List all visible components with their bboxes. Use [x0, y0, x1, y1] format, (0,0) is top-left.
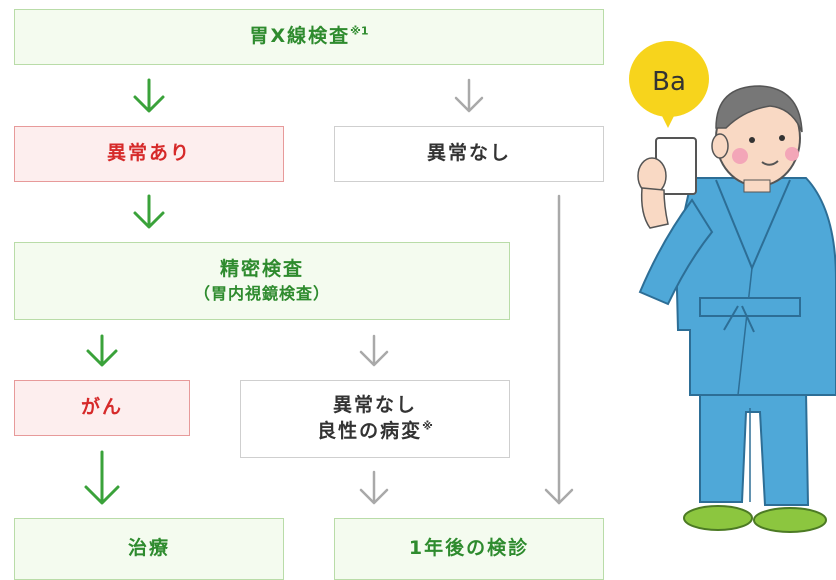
bubble-shape: [629, 41, 709, 117]
arrow-detailed-to-benign: [359, 334, 389, 367]
arrow-detailed-to-cancer: [86, 334, 118, 367]
cancer-label: がん: [80, 396, 123, 419]
xray-exam-box: 胃X線検査※1: [14, 9, 604, 65]
abnormal-box: 異常あり: [14, 126, 284, 182]
arrow-normal-to-followup: [544, 194, 574, 505]
normal-label: 異常なし: [426, 142, 511, 165]
cancer-box: がん: [14, 380, 190, 436]
detailed-exam-label: 精密検査: [219, 258, 304, 281]
abnormal-label: 異常あり: [106, 142, 191, 165]
detailed-exam-box: 精密検査 （胃内視鏡検査）: [14, 242, 510, 320]
arrow-cancer-to-treatment: [84, 450, 120, 505]
bubble-text: Ba: [652, 67, 686, 97]
arrow-benign-to-followup: [359, 470, 389, 505]
patient-drinking-barium-icon: Ba: [629, 41, 836, 533]
followup-box: 1年後の検診: [334, 518, 604, 580]
normal-box: 異常なし: [334, 126, 604, 182]
benign-line1: 異常なし: [332, 394, 417, 417]
xray-exam-note: ※1: [350, 24, 369, 38]
treatment-label: 治療: [127, 537, 170, 560]
xray-exam-label: 胃X線検査: [249, 25, 351, 48]
followup-label: 1年後の検診: [408, 537, 530, 560]
arrow-xray-to-normal: [454, 78, 484, 113]
arrow-abnormal-to-detailed: [133, 194, 165, 229]
benign-note: ※: [422, 419, 433, 433]
benign-line2: 良性の病変: [317, 420, 423, 442]
benign-box: 異常なし 良性の病変※: [240, 380, 510, 458]
arrow-xray-to-abnormal: [133, 78, 165, 113]
detailed-exam-sublabel: （胃内視鏡検査）: [193, 284, 330, 304]
